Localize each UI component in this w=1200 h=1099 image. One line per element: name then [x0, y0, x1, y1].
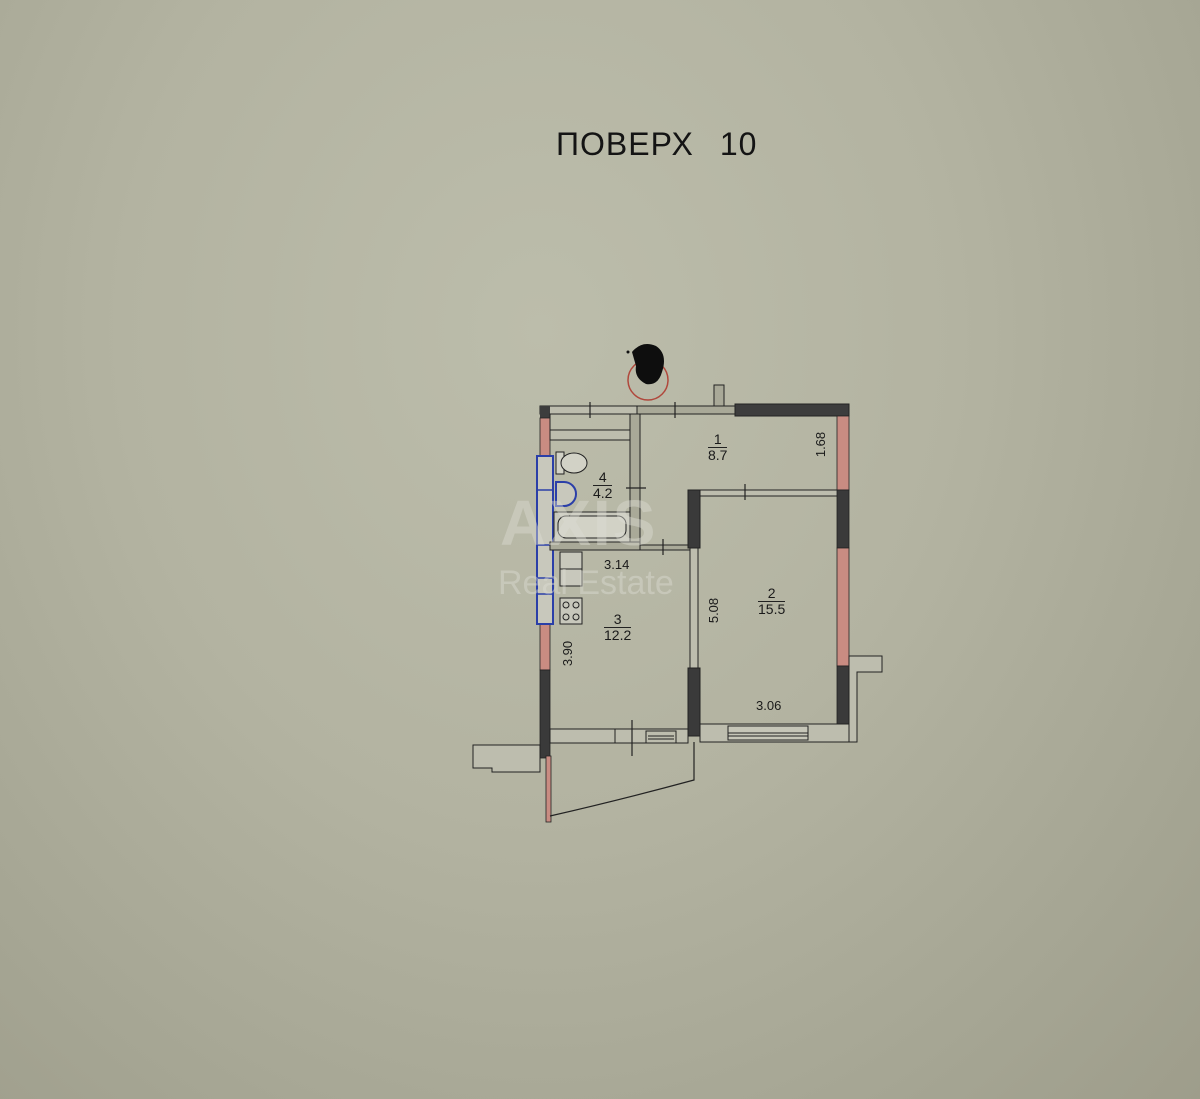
plumbing-riser	[536, 455, 554, 625]
room-area: 15.5	[758, 601, 786, 617]
dimension-kitchen-width: 3.14	[604, 557, 630, 572]
room-label-3: 3 12.2	[604, 612, 632, 643]
dimension-room-width: 3.06	[756, 698, 782, 713]
sink-icon	[555, 481, 577, 507]
floor-label: ПОВЕРХ	[556, 126, 694, 162]
dimension-room-length: 5.08	[706, 597, 722, 624]
dimension-kitchen-length: 3.90	[560, 640, 576, 667]
compass-icon	[626, 344, 669, 401]
room-number: 3	[604, 612, 632, 628]
dimension-corridor-width: 1.68	[813, 431, 829, 458]
room-label-1: 1 8.7	[708, 432, 728, 463]
bathtub-icon	[553, 511, 631, 543]
room-area: 8.7	[708, 447, 728, 463]
kitchen-sink-icon	[559, 551, 583, 587]
room-number: 2	[758, 586, 786, 602]
room-number: 4	[593, 470, 613, 486]
room-label-4: 4 4.2	[593, 470, 613, 501]
balcony-outline	[549, 742, 695, 817]
wall-top-right	[734, 403, 850, 417]
stove-icon	[559, 597, 583, 625]
room-area: 12.2	[604, 627, 632, 643]
room-area: 4.2	[593, 485, 613, 501]
wall-top-left	[539, 405, 638, 415]
floor-number: 10	[719, 126, 758, 162]
room-number: 1	[708, 432, 728, 448]
room-label-2: 2 15.5	[758, 586, 786, 617]
floor-title: ПОВЕРХ 10	[556, 126, 757, 163]
balcony-railing	[545, 755, 552, 823]
toilet-icon	[555, 451, 588, 475]
